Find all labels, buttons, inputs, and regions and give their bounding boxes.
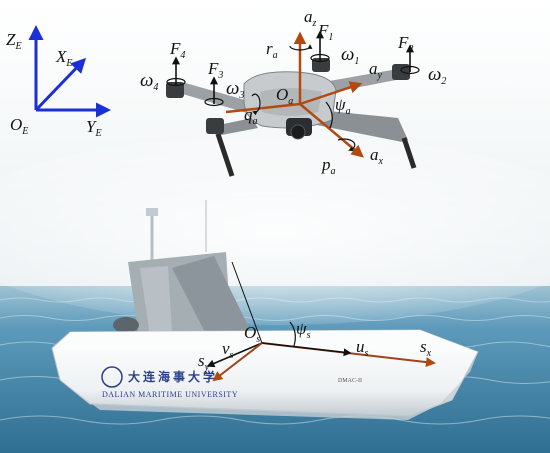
drone-ay-arrow bbox=[299, 81, 363, 106]
vessel-illustration: 大 连 海 事 大 学 DALIAN MARITIME UNIVERSITY D… bbox=[51, 200, 479, 420]
rotor-spin-icon-3 bbox=[204, 97, 224, 107]
drone-az-label: az bbox=[304, 7, 317, 29]
drone-p-label: pa bbox=[321, 155, 336, 177]
vessel-ramp bbox=[172, 256, 254, 342]
rotor-speed-label-4: ω4 bbox=[140, 70, 158, 93]
vessel-u-label: us bbox=[356, 337, 369, 359]
rotor-spin-icon-4 bbox=[166, 77, 186, 87]
drone-leg-rear bbox=[401, 137, 417, 169]
rotor-speed-label-2: ω2 bbox=[428, 64, 446, 87]
vessel-v-arrow bbox=[206, 342, 263, 368]
force-label-1: F1 bbox=[317, 21, 333, 43]
drone-r-label: ra bbox=[266, 39, 278, 61]
vessel-sx-label: sx bbox=[420, 337, 432, 359]
mist-haze bbox=[0, 135, 550, 325]
drone-r-rotation-icon bbox=[289, 44, 313, 51]
vessel-heading-reference-line bbox=[231, 261, 263, 344]
force-label-2: F2 bbox=[397, 33, 413, 55]
drone-q-rotation-icon bbox=[251, 93, 261, 116]
drone-motor-2 bbox=[392, 64, 410, 80]
drone-origin-label: Oa bbox=[276, 85, 293, 107]
rotor-speed-label-1: ω1 bbox=[341, 44, 359, 67]
earth-origin-label: OE bbox=[10, 115, 28, 137]
drone-ax-label: ax bbox=[370, 145, 384, 167]
drone-body-axes: az ay ax Oa ψa ra qa pa bbox=[225, 7, 384, 177]
drone-neg-y-line bbox=[225, 102, 301, 114]
force-label-3: F3 bbox=[207, 59, 223, 81]
drone-yaw-label: ψa bbox=[335, 95, 351, 117]
vessel-hull-id-text: DMAC-II bbox=[338, 378, 362, 384]
vessel-hull-logo-text: 大 连 海 事 大 学 bbox=[128, 369, 215, 384]
vessel-origin-label: Os bbox=[244, 323, 260, 345]
vessel-sy-arrow bbox=[212, 342, 263, 382]
vessel-yaw-arc bbox=[289, 321, 296, 347]
rotor-forces: F1 ω1 F2 ω2 F3 ω3 F4 ω4 bbox=[140, 21, 446, 107]
drone-motor-4 bbox=[166, 82, 184, 98]
earth-y-label: YE bbox=[86, 117, 102, 139]
vessel-mast-top bbox=[146, 208, 158, 216]
vessel-yaw-label: ψs bbox=[296, 319, 311, 341]
drone-leg-front bbox=[215, 133, 235, 177]
vessel-dome-left bbox=[113, 317, 139, 333]
vessel-deck bbox=[60, 330, 478, 352]
rotor-speed-label-3: ω3 bbox=[226, 78, 244, 101]
earth-frame-axes: ZE XE YE OE bbox=[6, 25, 111, 139]
drone-yaw-arc bbox=[325, 101, 333, 129]
vessel-university-emblem bbox=[101, 366, 123, 388]
vessel-sy-label: sy bbox=[198, 351, 210, 373]
vessel-side-panel bbox=[140, 266, 172, 336]
rotor-spin-icon-1 bbox=[310, 53, 330, 63]
drone-illustration bbox=[166, 58, 417, 177]
drone-arm-1-rear bbox=[312, 110, 408, 142]
drone-arm-3 bbox=[214, 118, 258, 136]
drone-motor-3 bbox=[206, 118, 224, 134]
rotor-spin-icon-2 bbox=[400, 65, 420, 75]
drone-p-rotation-icon bbox=[337, 138, 356, 152]
force-label-4: F4 bbox=[169, 39, 185, 61]
earth-z-label: ZE bbox=[6, 30, 22, 52]
vessel-body-axes: Os ψs us vs sx sy bbox=[198, 261, 436, 382]
drone-q-label: qa bbox=[244, 105, 258, 127]
vessel-u-arrow bbox=[261, 342, 352, 357]
earth-x-label: XE bbox=[55, 47, 73, 69]
vessel-v-label: vs bbox=[222, 339, 234, 361]
vessel-hull-name-text: DALIAN MARITIME UNIVERSITY bbox=[102, 390, 238, 399]
earth-x-axis-arrow bbox=[34, 57, 87, 112]
drone-camera-lens bbox=[290, 124, 306, 140]
drone-ay-label: ay bbox=[369, 59, 383, 81]
